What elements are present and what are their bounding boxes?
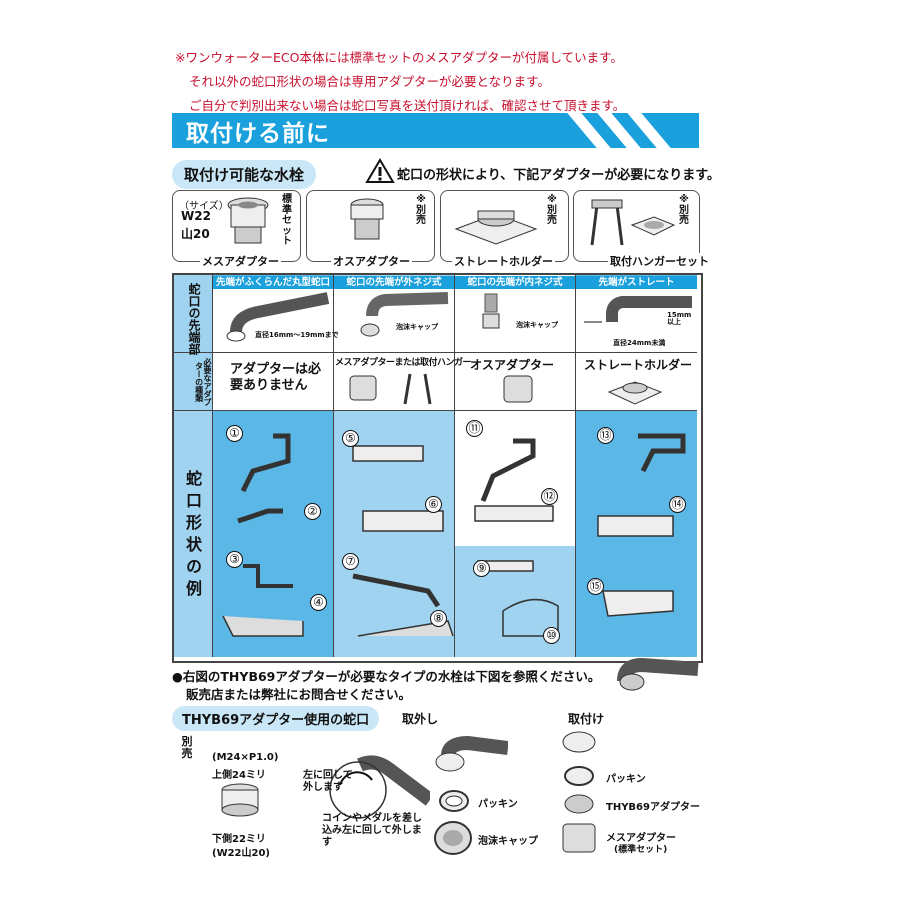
straight-holder-icon xyxy=(454,210,538,245)
thyb-separate: 別売 xyxy=(181,735,193,760)
adapter-need-3: オスアダプター xyxy=(470,358,555,372)
example-num-9: ⑨ xyxy=(473,560,490,577)
example-num-2: ② xyxy=(304,503,321,520)
female-or-hanger-icon xyxy=(349,373,432,405)
adapter-need-2: メスアダプターまたは取付ハンガー xyxy=(335,358,472,368)
section-label: 取付け可能な水栓 xyxy=(172,160,317,189)
size-label: （サイズ） xyxy=(179,201,229,212)
adapter-caption-hanger: 取付ハンガーセット xyxy=(608,253,711,269)
removal-faucet-icon xyxy=(329,755,430,819)
thyb-packing-2: パッキン xyxy=(606,774,646,785)
tip-note-4: 直径24mm未満 xyxy=(613,339,666,347)
row-label-examples: 蛇口形状の例 xyxy=(183,470,202,602)
thyb-female: メスアダプター xyxy=(606,833,676,844)
thyb-spec-4: (W22山20) xyxy=(212,848,271,859)
warning-icon xyxy=(365,158,395,183)
thyb-spec-3: 下側22ミリ xyxy=(212,834,266,845)
male-tag: ※別売 xyxy=(416,194,426,226)
female-adapter-icon xyxy=(227,197,269,244)
male-adapter-row-icon xyxy=(503,375,533,403)
male-adapter-icon xyxy=(350,198,384,240)
faucet-examples xyxy=(222,433,686,637)
thyb-coin: コインやメダルを差し込み左に回して外します xyxy=(322,813,422,848)
adapter-caption-female: メスアダプター xyxy=(200,253,281,269)
adapter-box-female: （サイズ） W22 山20 標準セット xyxy=(172,190,301,262)
example-num-7: ⑦ xyxy=(342,553,359,570)
removed-tip-icon xyxy=(435,735,508,772)
row-label-tip: 蛇口の先端部 xyxy=(187,283,201,355)
warning-text: 蛇口の形状により、下記アダプターが必要になります。 xyxy=(397,168,720,183)
col-head-1: 先端がふくらんだ丸型蛇口 xyxy=(213,276,333,289)
thyb-adapter-icon xyxy=(221,783,259,817)
packing-icon xyxy=(439,790,469,812)
col-head-4: 先端がストレート xyxy=(576,276,697,289)
no-adapter-needed: アダプターは必要ありません xyxy=(230,362,322,394)
outer-thread-faucet-icon xyxy=(360,292,449,337)
hanger-tag: ※別売 xyxy=(679,194,689,226)
adapter-box-male: ※別売 xyxy=(306,190,435,262)
thyb-thyb-adapter: THYB69アダプター xyxy=(606,802,700,813)
size-w22: W22 xyxy=(181,209,211,223)
note-line-3: ご自分で判別出来ない場合は蛇口写真を送付頂ければ、確認させて頂きます。 xyxy=(189,98,626,113)
straight-holder-tag: ※別売 xyxy=(547,194,557,226)
thyb-foam-cap: 泡沫キャップ xyxy=(478,836,538,847)
thyb-bullet-2: 販売店または弊社にお問合せください。 xyxy=(186,687,412,702)
adapter-caption-male: オスアダプター xyxy=(331,253,412,269)
thyb-faucet-tip-icon xyxy=(617,657,699,691)
example-num-1: ① xyxy=(226,425,243,442)
thyb-turn-left: 左に回して外します xyxy=(303,770,353,793)
adapter-row xyxy=(213,353,697,411)
example-num-4: ④ xyxy=(310,594,327,611)
tip-note-3: 泡沫キャップ xyxy=(516,321,558,329)
thyb-bullet: ●右図のTHYB69アダプターが必要なタイプの水栓は下図を参照ください。 xyxy=(172,669,601,684)
thyb-spec-1: (M24×P1.0) xyxy=(212,752,279,763)
tip-note-4b: 15mm以上 xyxy=(667,311,692,327)
example-num-14: ⑭ xyxy=(669,496,686,513)
adapter-caption-straight-holder: ストレートホルダー xyxy=(452,253,555,269)
round-tip-faucet-icon xyxy=(226,292,330,342)
standard-set-tag: 標準セット xyxy=(282,194,292,247)
thyb-female-sub: (標準セット) xyxy=(614,845,668,855)
row-label-adapter: 必要なアダプターの種類 xyxy=(194,358,212,406)
example-num-3: ③ xyxy=(226,551,243,568)
thyb-remove: 取外し xyxy=(402,712,439,726)
foam-cap-icon xyxy=(434,821,472,855)
size-yama20: 山20 xyxy=(181,227,210,241)
tip-note-2: 泡沫キャップ xyxy=(396,323,438,331)
example-num-6: ⑥ xyxy=(425,496,442,513)
thyb-spec-2: 上側24ミリ xyxy=(212,770,266,781)
row-label-column xyxy=(174,275,212,657)
hanger-set-icon xyxy=(590,199,676,246)
adapter-need-4: ストレートホルダー xyxy=(584,358,693,372)
example-num-11: ⑪ xyxy=(466,420,483,437)
note-line-1: ※ワンウォーターECO本体には標準セットのメスアダプターが付属しています。 xyxy=(175,50,623,65)
straight-tip-faucet-icon xyxy=(584,296,692,323)
page-title: 取付ける前に xyxy=(186,121,330,147)
example-num-15: ⑮ xyxy=(587,578,604,595)
thyb-attach: 取付け xyxy=(568,712,605,726)
header-bar xyxy=(172,113,699,148)
thyb-packing: パッキン xyxy=(478,799,518,810)
attach-stack-icon xyxy=(562,731,596,853)
note-line-2: それ以外の蛇口形状の場合は専用アダプターが必要となります。 xyxy=(189,74,550,89)
tip-note-1: 直径16mm～19mmまで xyxy=(255,331,339,339)
col-head-3: 蛇口の先端が内ネジ式 xyxy=(455,276,575,289)
thyb-label: THYB69アダプター使用の蛇口 xyxy=(172,706,380,731)
example-num-10: ⑩ xyxy=(543,627,560,644)
example-num-8: ⑧ xyxy=(430,610,447,627)
adapter-box-straight-holder: ※別売 xyxy=(440,190,569,262)
col-head-2: 蛇口の先端が外ネジ式 xyxy=(334,276,454,289)
example-num-13: ⑬ xyxy=(597,427,614,444)
straight-holder-row-icon xyxy=(607,381,663,405)
inner-thread-faucet-icon xyxy=(482,293,500,329)
example-num-12: ⑫ xyxy=(541,488,558,505)
example-num-5: ⑤ xyxy=(342,430,359,447)
adapter-box-hanger: ※別売 xyxy=(573,190,700,262)
